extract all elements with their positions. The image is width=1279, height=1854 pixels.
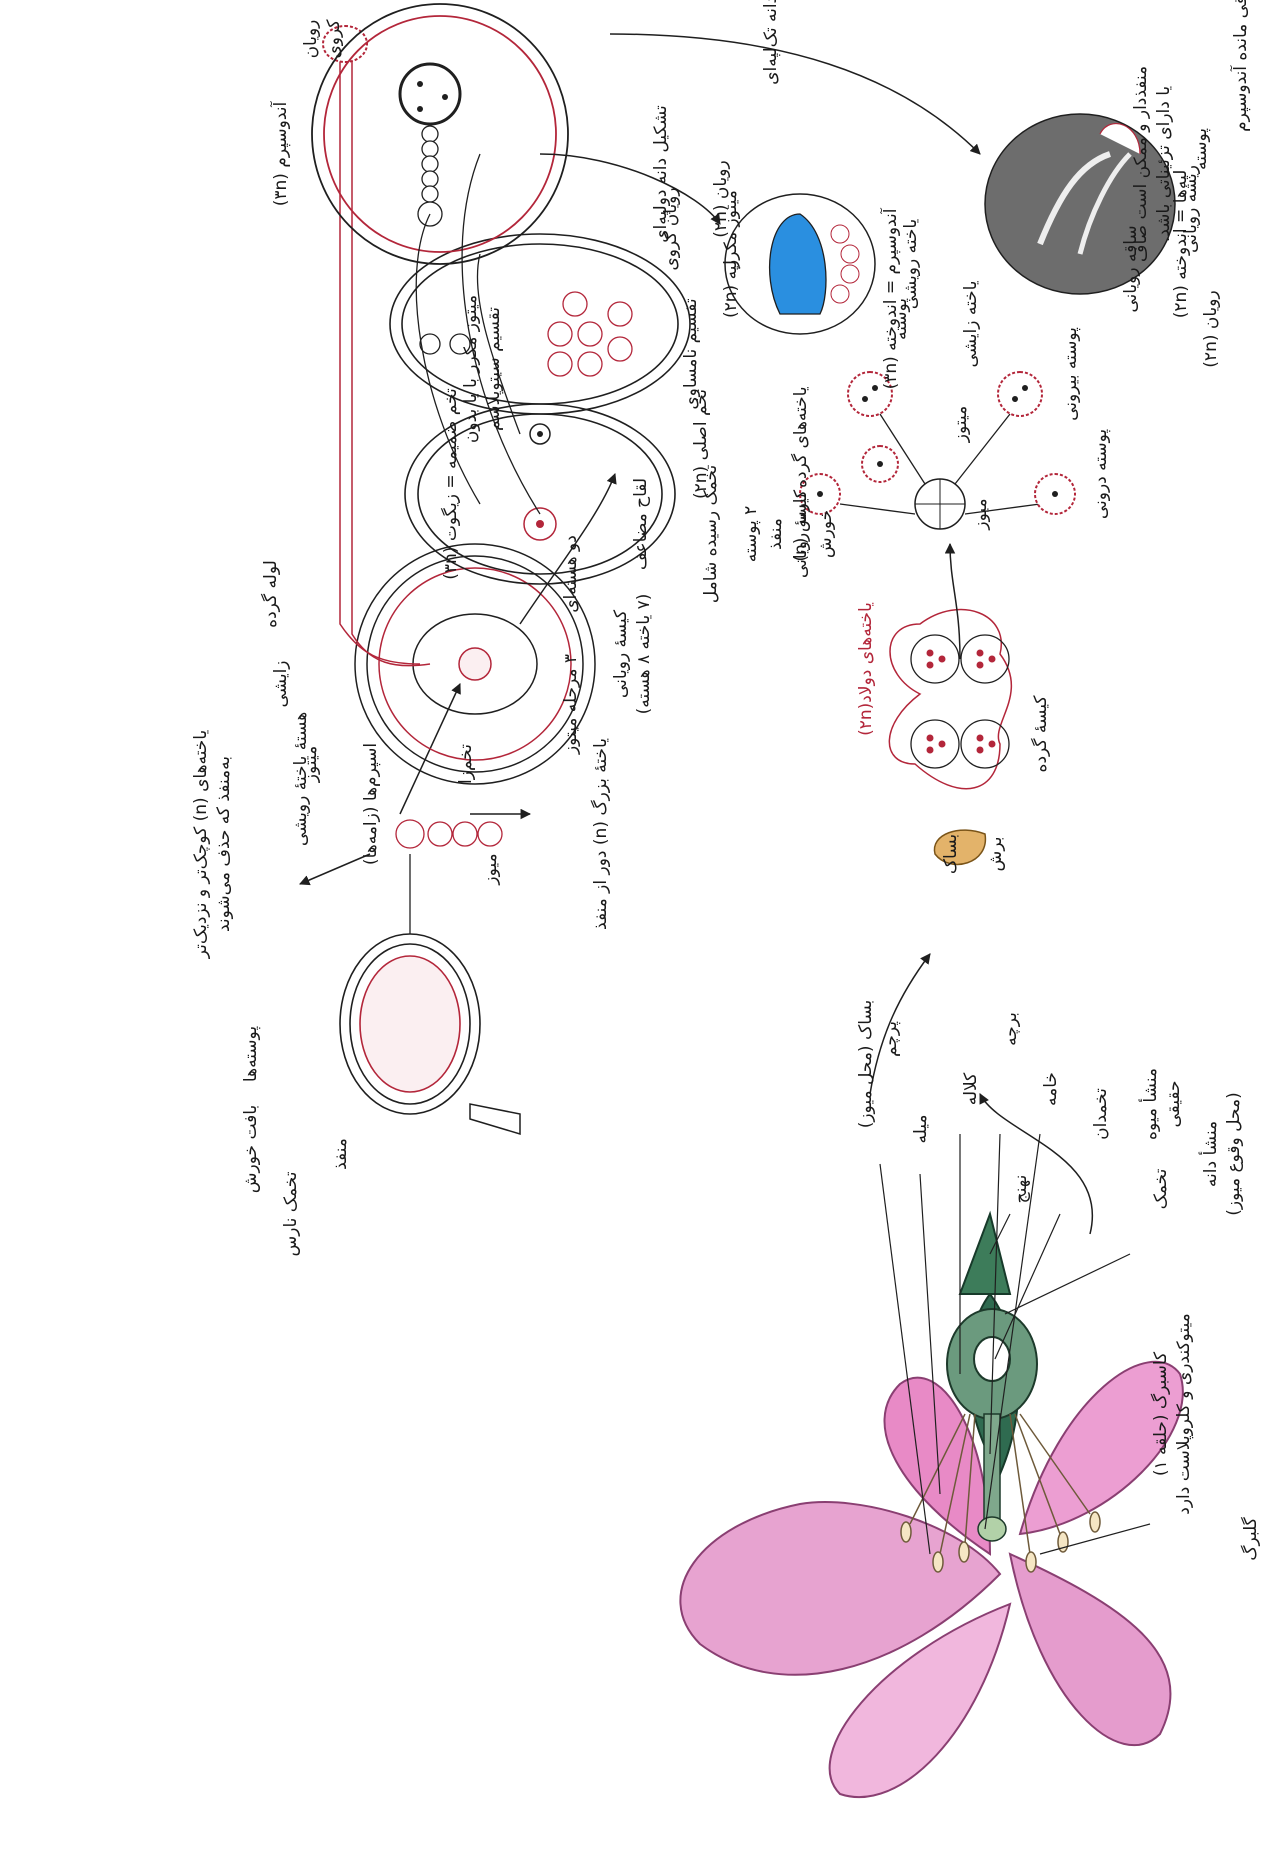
- style-shape: [984, 1414, 1000, 1524]
- label-anther-small: بساک: [940, 814, 963, 894]
- label-gen-cell: یاخته زایشی: [960, 264, 983, 384]
- label-unequal: تقسیم نامساوی: [680, 274, 703, 434]
- label-ovule-part-2: کیسهٔ رویانی: [790, 464, 813, 604]
- label-embryo: رویان کروی: [300, 4, 346, 74]
- label-ovary: تخمدان: [1090, 1054, 1113, 1174]
- label-monocot-embryo: رویان (۲n): [1200, 274, 1223, 384]
- label-mega-cell: یاختهٔ بزرگ (n) دور از منفذ: [590, 714, 613, 954]
- label-no-cyto: میتوز مکرر با یا بدون تقسیم سیتوپلاسم: [460, 274, 506, 464]
- label-pollen-mitosis: میتوز: [950, 384, 973, 464]
- label-monocot-arrow: تشکیل دانه تک‌لپه‌ای: [760, 0, 783, 114]
- label-ovule-walls: پوسته‌ها: [240, 1004, 263, 1104]
- label-dicot-embryo: رویان (۲n): [710, 144, 733, 254]
- label-receptacle: نهنج: [1010, 1144, 1033, 1234]
- label-monocot-stem: ساقه رویانی: [1120, 204, 1143, 334]
- endosperm-stage: [390, 234, 690, 414]
- suspensor-cells: [418, 126, 442, 226]
- label-sepal: کاسبرگ (حلقه ۱) میتوکندری و کلروپلاست دا…: [1150, 1294, 1196, 1534]
- stigma-shape: [978, 1517, 1006, 1541]
- label-ovule-mitosis: میتوز: [300, 724, 323, 804]
- label-filament: میله: [910, 1084, 933, 1174]
- label-sperm: اسپرم‌ها (زامه‌ها): [360, 704, 383, 904]
- label-endosperm: آندوسپرم (۳n): [270, 74, 293, 234]
- label-carpel: برچه: [1000, 984, 1023, 1074]
- label-stamen: پرچم: [880, 994, 903, 1084]
- label-style: خامه: [1040, 1044, 1063, 1134]
- label-outer-wall: پوسته بیرونی: [1060, 314, 1083, 434]
- label-micropyle: منفذ: [330, 1114, 353, 1194]
- label-inner-wall: پوسته درونی: [1090, 414, 1113, 534]
- label-ovule-meiosis: میوز: [480, 834, 503, 904]
- label-dicot-endosperm: آندوسپرم = اندوخته (۳n): [880, 174, 903, 424]
- petal-bottom: [1010, 1554, 1170, 1745]
- label-monocot-rest: باقی مانده آندوسپرم: [1230, 0, 1253, 154]
- receptacle-shape: [960, 1214, 1010, 1294]
- label-egg: تخم‌زا: [455, 724, 478, 804]
- label-stigma: کلاله: [960, 1044, 983, 1134]
- ovule-stalk: [470, 1104, 520, 1134]
- label-nucellus: بافت خورش: [240, 1094, 263, 1204]
- pollen-grains: [800, 372, 1075, 514]
- immature-ovule: [340, 934, 480, 1114]
- label-diploid-cells: یاخته‌های دولاد(۲n): [855, 564, 878, 774]
- label-generative: زایشی: [270, 644, 293, 724]
- label-seed-origin: منشأ دانه (محل وقوع میوز): [1200, 1054, 1246, 1254]
- label-polar: دو هسته‌ای: [560, 524, 583, 624]
- label-dicot-arrow: تشکیل دانه دولپه‌ای: [650, 74, 673, 274]
- label-petal: گلبرگ: [1240, 1449, 1263, 1629]
- label-mitosis-3: ۳ مرحله میتوز: [560, 624, 583, 784]
- label-ovule-part-0: ۲ پوسته: [740, 464, 763, 604]
- arrow-dicot: [540, 154, 720, 224]
- label-ovule-part-1: منفذ: [765, 464, 788, 604]
- label-ovule-part-3: خورش: [815, 464, 838, 604]
- label-pollen-tube: لوله گرده: [260, 534, 283, 654]
- label-monocot-shell: پوسته: [1190, 104, 1213, 194]
- label-pollen-meiosis: میوز: [970, 474, 993, 554]
- label-anther: بساک (محل میوز): [855, 964, 878, 1164]
- label-cut: برش: [985, 814, 1008, 894]
- label-pollen-sac: کیسهٔ گرده: [1030, 674, 1053, 794]
- label-degenerate: یاخته‌های (n) کوچک‌تر و نزدیک‌تر به‌منفذ…: [190, 714, 236, 974]
- globular-embryo: [400, 64, 460, 124]
- label-fruit-origin: منشأ میوه حقیقی: [1140, 1034, 1186, 1174]
- label-immature-ovule: تخمک نارس: [280, 1154, 303, 1274]
- label-double-fert: لقاح مضاعف: [630, 454, 653, 594]
